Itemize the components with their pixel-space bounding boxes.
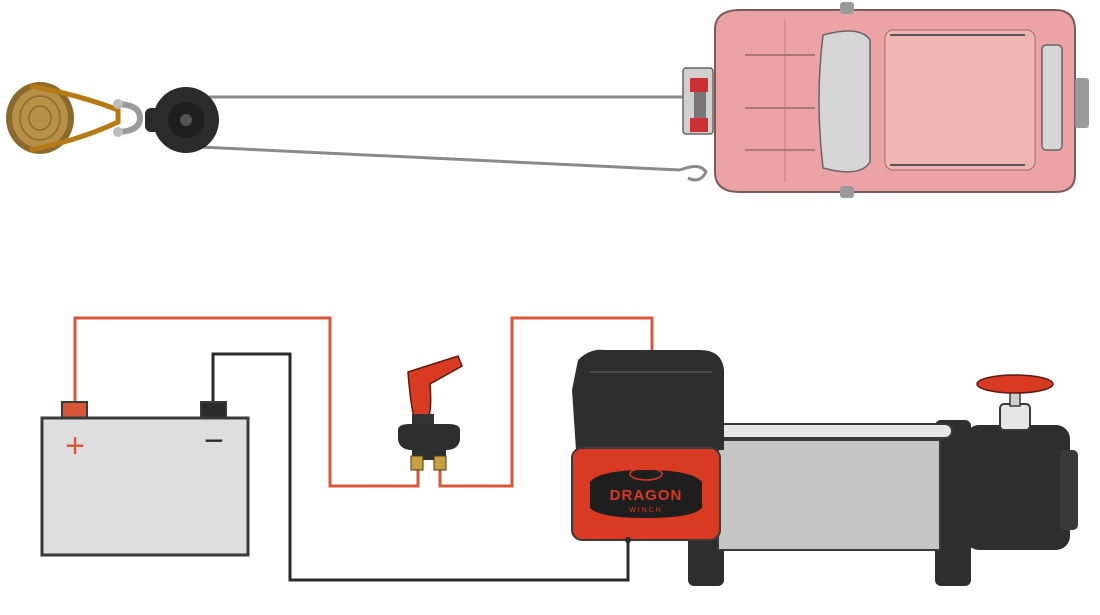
positive-wire-battery-switch <box>73 316 420 488</box>
winch-icon: DRAGON WINCH <box>571 349 1078 586</box>
wiring-diagram: + − <box>40 316 1078 586</box>
positive-wire-switch-winch <box>438 316 654 488</box>
winch-cable-lower <box>199 145 681 172</box>
truck-icon <box>682 2 1089 198</box>
battery-plus-label: + <box>65 427 85 465</box>
rigging-illustration <box>6 2 1089 198</box>
winch-sub-label: WINCH <box>629 507 663 514</box>
negative-wire-battery-winch <box>211 352 630 582</box>
isolator-switch-icon <box>398 355 463 471</box>
battery-icon: + − <box>40 401 250 557</box>
tree-anchor-icon <box>6 82 121 154</box>
shackle-icon <box>113 99 144 137</box>
cable-hook-icon <box>679 165 708 182</box>
battery-minus-label: − <box>204 422 224 460</box>
winch-brand-label: DRAGON <box>610 487 683 504</box>
snatch-block-icon <box>145 87 219 153</box>
